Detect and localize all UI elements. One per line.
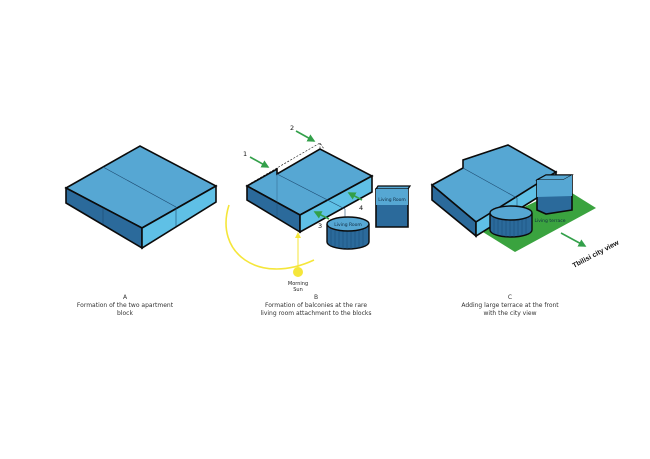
sun-label-sun: Sun [293,287,303,293]
living-room-box-label: Living Room [378,197,406,203]
step-4-number: 4 [359,204,363,212]
arrow-step-3 [313,211,330,220]
step-1-number: 1 [243,150,247,158]
caption-b-line2: living room attachment to the blocks [260,310,372,317]
caption-a-line1: Formation of the two apartment block [76,302,174,317]
living-room-cylinder-label: Living Room [334,222,362,228]
arrow-step-4 [347,192,363,201]
block-a-right-face [141,184,217,250]
sun-icon [293,267,303,277]
living-room-cylinder: Living Room [326,216,370,250]
living-terrace-label: Living terrace [535,218,566,224]
caption-c-line2: with the city view [483,310,537,317]
panel-c-diagram: Living terrace Tbilisi city view [430,144,621,270]
arrow-step-1 [249,156,270,168]
step-2-number: 2 [290,124,294,132]
block-a-division-line [102,166,177,208]
caption-panel-b: B Formation of balconies at the rare liv… [250,294,382,318]
step-3-number: 3 [318,222,322,230]
panel-a-block [64,145,218,250]
caption-c-line1: Adding large terrace at the front [461,302,559,309]
caption-b-letter: B [313,294,319,301]
sun-label-morning: Morning [288,281,308,287]
caption-c-letter: C [507,294,513,301]
city-view-label: Tbilisi city view [572,239,621,270]
living-room-box: Living Room [374,185,412,228]
arrow-step-2 [295,130,316,142]
panel-b-diagram: Morning Sun Living Room [225,124,412,293]
living-room-box-c [535,174,574,215]
city-view-arrow [560,232,587,247]
caption-panel-a: A Formation of the two apartment block [73,294,177,318]
caption-panel-c: C Adding large terrace at the front with… [460,294,560,318]
balcony-dashed-outline [250,142,325,184]
caption-a-letter: A [122,294,128,301]
sun-path-arc [225,204,315,270]
living-room-cylinder-c [489,205,533,238]
caption-b-line1: Formation of balconies at the rare [264,302,368,309]
